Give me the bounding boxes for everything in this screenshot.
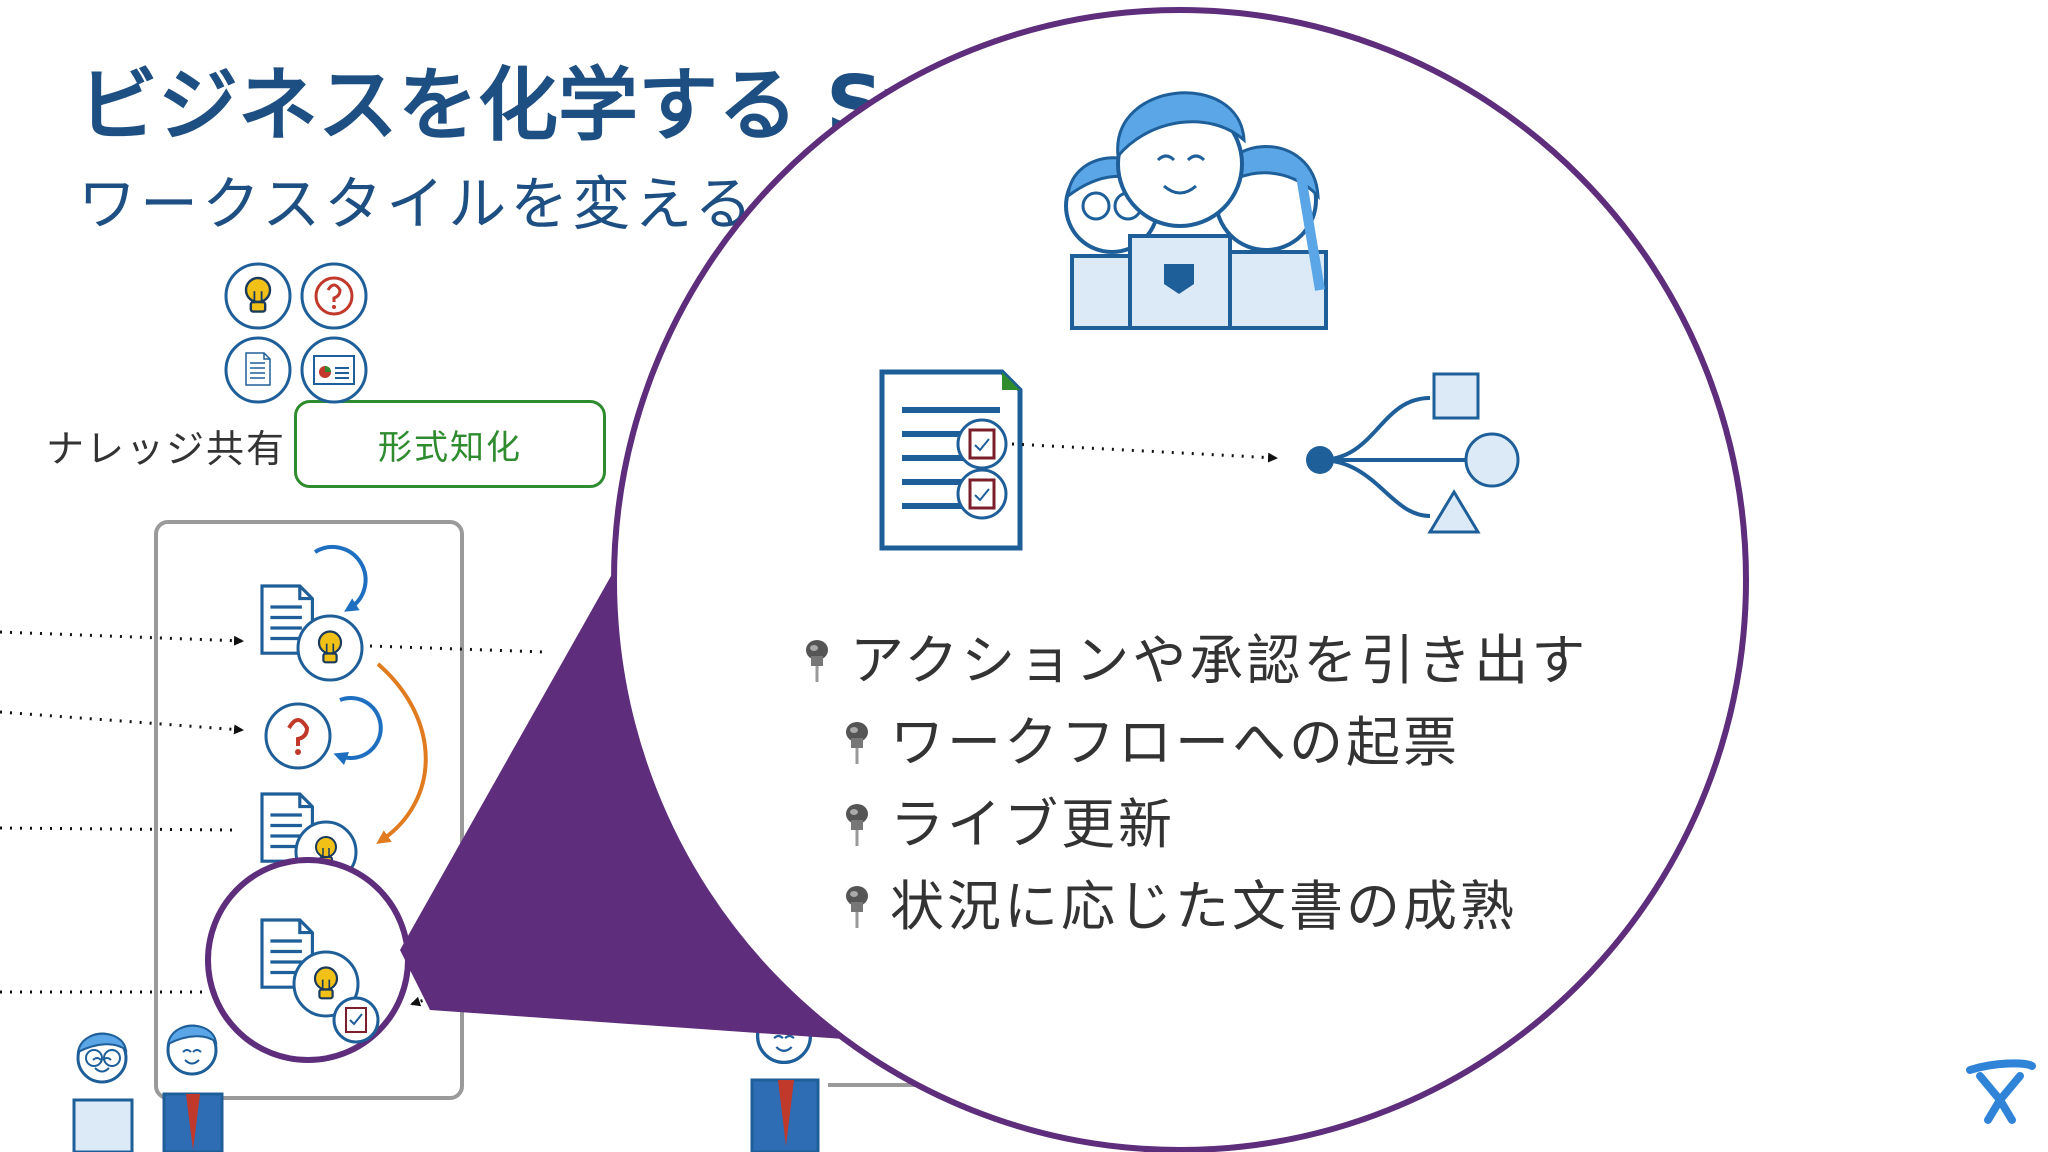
team-people-icon bbox=[1064, 91, 1328, 330]
outgoing-dotted-line bbox=[369, 644, 546, 654]
dashboard-icon bbox=[300, 336, 368, 404]
bullet-text: 状況に応じた文書の成熟 bbox=[890, 875, 1517, 938]
person-in-suit-avatar bbox=[162, 1024, 224, 1152]
pushpin-icon bbox=[846, 804, 868, 846]
atlassian-logo-icon bbox=[1966, 1059, 2036, 1124]
slide-subtitle: ワークスタイルを変える bbox=[78, 170, 757, 238]
bullet-text: ライブ更新 bbox=[890, 793, 1175, 856]
workflow-branch-icon bbox=[1306, 372, 1520, 534]
bullet-item: ワークフローへの起票 bbox=[790, 702, 1588, 784]
workflow-container bbox=[154, 520, 464, 1100]
person-in-suit-avatar bbox=[750, 1007, 820, 1152]
incoming-dotted-arrow bbox=[0, 630, 244, 646]
bullet-item: 状況に応じた文書の成熟 bbox=[790, 866, 1588, 948]
bullet-item: アクションや承認を引き出す bbox=[790, 620, 1588, 702]
checklist-document-icon bbox=[879, 369, 1023, 551]
refresh-arrow-icon bbox=[313, 544, 368, 612]
bullet-list: アクションや承認を引き出す ワークフローへの起票 ライブ更新 状況に応じた文書の… bbox=[790, 620, 1588, 948]
refresh-arrow-icon bbox=[333, 696, 383, 766]
flow-arrow bbox=[376, 662, 428, 844]
idea-icon bbox=[296, 614, 364, 682]
document-icon bbox=[224, 336, 292, 404]
bullet-text: アクションや承認を引き出す bbox=[850, 629, 1589, 692]
incoming-dotted-arrow bbox=[0, 710, 244, 735]
person-with-glasses-avatar bbox=[72, 1032, 134, 1152]
question-icon bbox=[300, 262, 368, 330]
document-to-workflow-arrow bbox=[1011, 442, 1278, 463]
bullet-text: ワークフローへの起票 bbox=[890, 711, 1460, 774]
formalization-label: 形式知化 bbox=[378, 427, 522, 468]
incoming-dotted-line bbox=[0, 826, 233, 832]
zoom-source-circle bbox=[205, 857, 411, 1063]
question-icon bbox=[264, 702, 332, 770]
zoom-circle bbox=[611, 7, 1749, 1152]
bullet-item: ライブ更新 bbox=[790, 784, 1588, 866]
pushpin-icon bbox=[846, 886, 868, 928]
idea-icon bbox=[224, 262, 292, 330]
knowledge-sharing-label: ナレッジ共有 bbox=[46, 427, 287, 471]
pushpin-icon bbox=[806, 640, 828, 682]
formalization-box: 形式知化 bbox=[294, 400, 606, 488]
pushpin-icon bbox=[846, 722, 868, 764]
